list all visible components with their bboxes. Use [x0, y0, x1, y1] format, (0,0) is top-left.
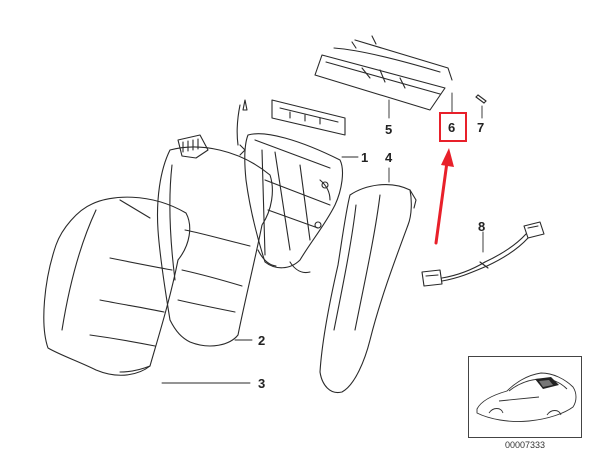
part-2-backrest-padding [156, 134, 273, 347]
part-7-pin [475, 94, 487, 104]
part-upper-panel [271, 99, 346, 136]
callout-2: 2 [258, 333, 266, 348]
part-1-backrest-frame [236, 99, 344, 274]
highlight-box [439, 112, 467, 142]
red-arrow-icon [434, 148, 454, 245]
callout-1: 1 [361, 150, 369, 165]
callout-3: 3 [258, 376, 266, 391]
part-3-backrest-cover [43, 196, 191, 376]
callout-7: 7 [477, 120, 485, 135]
part-4-side-bolster [319, 184, 417, 394]
part-5-tray [314, 35, 453, 111]
callout-4: 4 [385, 150, 393, 165]
car-thumbnail [468, 356, 582, 438]
part-8-wiring-harness [421, 221, 545, 287]
callout-5: 5 [385, 122, 393, 137]
callout-8: 8 [478, 219, 486, 234]
catalog-code: 00007333 [504, 440, 546, 450]
callout-6: 6 [448, 120, 456, 135]
car-thumbnail-icon [476, 372, 577, 422]
